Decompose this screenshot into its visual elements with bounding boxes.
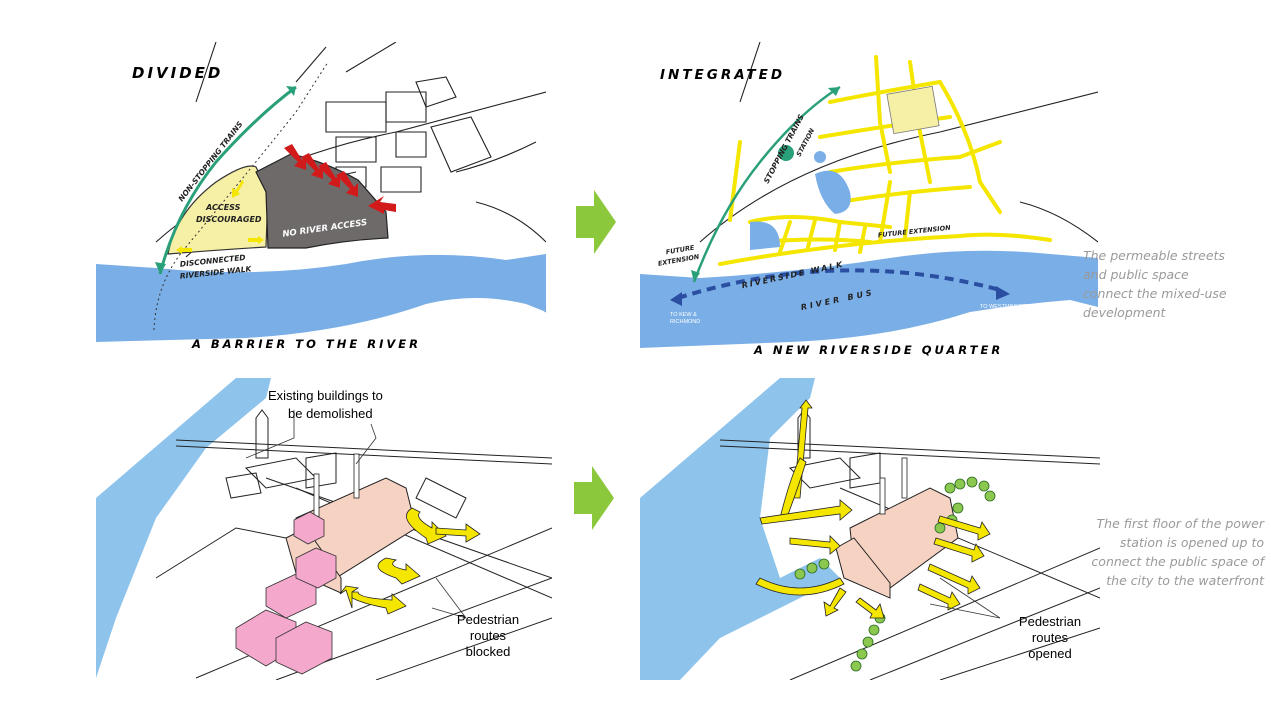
buildings-to-demolish bbox=[235, 511, 337, 675]
leader-lines bbox=[245, 410, 467, 619]
leader-lines bbox=[929, 577, 1001, 619]
power-station bbox=[835, 457, 959, 599]
river bbox=[640, 378, 840, 680]
retained-building bbox=[886, 85, 940, 135]
buildings-label-2: be demolished bbox=[288, 406, 373, 421]
future-extension-left-2: EXTENSION bbox=[657, 253, 700, 268]
routes-label-1: Pedestrian bbox=[1019, 614, 1081, 629]
yellow-arrows bbox=[176, 180, 264, 254]
routes-label-3: opened bbox=[1028, 646, 1071, 661]
blocked-route-arrows bbox=[339, 507, 481, 615]
access-label-1: ACCESS bbox=[205, 203, 241, 212]
panel-title: INTEGRATED bbox=[660, 67, 785, 83]
red-arrows bbox=[284, 144, 396, 214]
before-axonometric: Existing buildings to be demolished Pede… bbox=[96, 378, 552, 680]
station-dot bbox=[778, 145, 794, 161]
water-basins bbox=[750, 151, 851, 250]
river bbox=[640, 250, 1098, 348]
routes-label-2: routes bbox=[470, 628, 507, 643]
bottom-title: A BARRIER TO THE RIVER bbox=[191, 337, 421, 351]
divided-map: DIVIDED NON-STOPPING TRAINS ACCESS DISCO… bbox=[96, 42, 546, 360]
chimney bbox=[313, 473, 320, 519]
street-network bbox=[699, 42, 1098, 243]
integrated-map: INTEGRATED STOPPING TRAINS STATION FUTUR… bbox=[640, 42, 1098, 368]
railway-line bbox=[153, 61, 329, 331]
kew-label-1: TO KEW & bbox=[670, 312, 697, 318]
trains-arrow bbox=[155, 85, 297, 275]
buildings-label-1: Existing buildings to bbox=[268, 388, 383, 403]
westminster-label: TO WESTMINSTER bbox=[980, 304, 1030, 310]
tree-lines bbox=[794, 476, 996, 672]
access-label-2: DISCOURAGED bbox=[196, 215, 262, 224]
river bbox=[96, 254, 546, 342]
trains-arrow bbox=[691, 85, 841, 283]
caption-bottom: The first floor of the power station is … bbox=[1091, 516, 1264, 588]
bottom-title: A NEW RIVERSIDE QUARTER bbox=[753, 343, 1003, 357]
next-arrow-icon bbox=[574, 188, 618, 256]
routes-label-1: Pedestrian bbox=[457, 612, 519, 627]
river bbox=[96, 378, 271, 678]
panel-title: DIVIDED bbox=[132, 64, 223, 82]
river-bus-route bbox=[670, 268, 1010, 306]
context-lines bbox=[719, 409, 1100, 680]
after-axonometric: Pedestrian routes opened bbox=[640, 378, 1100, 680]
chimney bbox=[353, 453, 360, 499]
chimney bbox=[901, 457, 908, 499]
chimney bbox=[879, 477, 886, 515]
access-discouraged-area bbox=[167, 165, 269, 255]
routes-label-3: blocked bbox=[466, 644, 511, 659]
caption-top: The permeable streets and public space c… bbox=[1083, 248, 1227, 320]
routes-label-2: routes bbox=[1032, 630, 1069, 645]
kew-label-2: RICHMOND bbox=[670, 319, 700, 325]
opened-route-arrows bbox=[755, 399, 991, 619]
permeable-streets bbox=[718, 55, 1052, 266]
next-arrow-icon bbox=[572, 464, 616, 532]
